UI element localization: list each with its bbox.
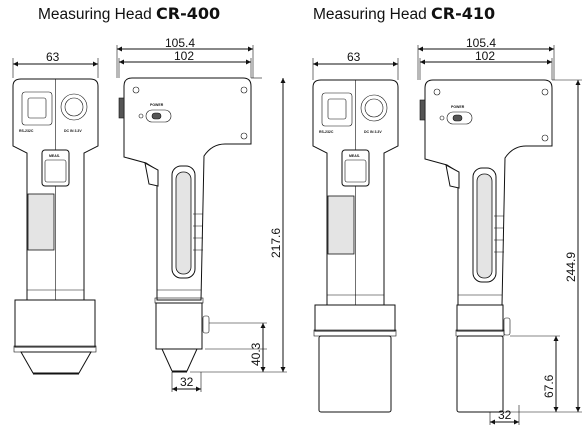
cr410-side-view: 105.4 102 POWER bbox=[417, 36, 582, 425]
cr400-height-label: 217.6 bbox=[269, 228, 283, 258]
cr400-side-view: 105.4 102 POWER bbox=[116, 36, 287, 392]
cr410-drawing: 63 RS-232C DC IN 3.3V MEAS. bbox=[312, 36, 582, 425]
cr400-front-width-label: 63 bbox=[46, 50, 60, 64]
cr400-title-prefix: Measuring Head bbox=[38, 6, 157, 23]
cr400-head-height-label: 40.3 bbox=[249, 342, 263, 366]
cr410-port-left-label: RS-232C bbox=[319, 130, 334, 134]
cr410-body-width-label: 102 bbox=[475, 49, 495, 63]
cr410-model: CR-410 bbox=[431, 4, 496, 23]
cr400-overall-width-label: 105.4 bbox=[165, 36, 195, 50]
cr400-drawing: 63 RS-232C DC IN 3.3V MEAS. bbox=[12, 36, 287, 392]
cr400-power-label: POWER bbox=[150, 103, 164, 107]
cr410-port-right-label: DC IN 3.3V bbox=[364, 130, 382, 134]
cr410-front-width-label: 63 bbox=[347, 50, 361, 64]
cr410-front-view: 63 RS-232C DC IN 3.3V MEAS. bbox=[312, 50, 399, 413]
cr400-front-view: 63 RS-232C DC IN 3.3V MEAS. bbox=[12, 50, 99, 375]
cr410-overall-width-label: 105.4 bbox=[466, 36, 496, 50]
cr410-head-height-label: 67.6 bbox=[542, 374, 556, 398]
cr410-height-label: 244.9 bbox=[564, 252, 578, 282]
cr400-model: CR-400 bbox=[156, 4, 221, 23]
cr410-meas-label: MEAS. bbox=[349, 154, 360, 158]
cr410-title-prefix: Measuring Head bbox=[313, 6, 432, 23]
cr400-port-left-label: RS-232C bbox=[19, 129, 34, 133]
cr400-port-right-label: DC IN 3.3V bbox=[64, 129, 82, 133]
cr400-aperture-label: 32 bbox=[180, 375, 194, 389]
cr410-aperture-label: 32 bbox=[498, 408, 512, 422]
cr410-power-label: POWER bbox=[451, 105, 465, 109]
cr410-title: Measuring Head CR-410 bbox=[313, 4, 495, 24]
cr400-title: Measuring Head CR-400 bbox=[38, 4, 220, 24]
cr400-meas-label: MEAS. bbox=[49, 154, 60, 158]
cr400-body-width-label: 102 bbox=[174, 49, 194, 63]
